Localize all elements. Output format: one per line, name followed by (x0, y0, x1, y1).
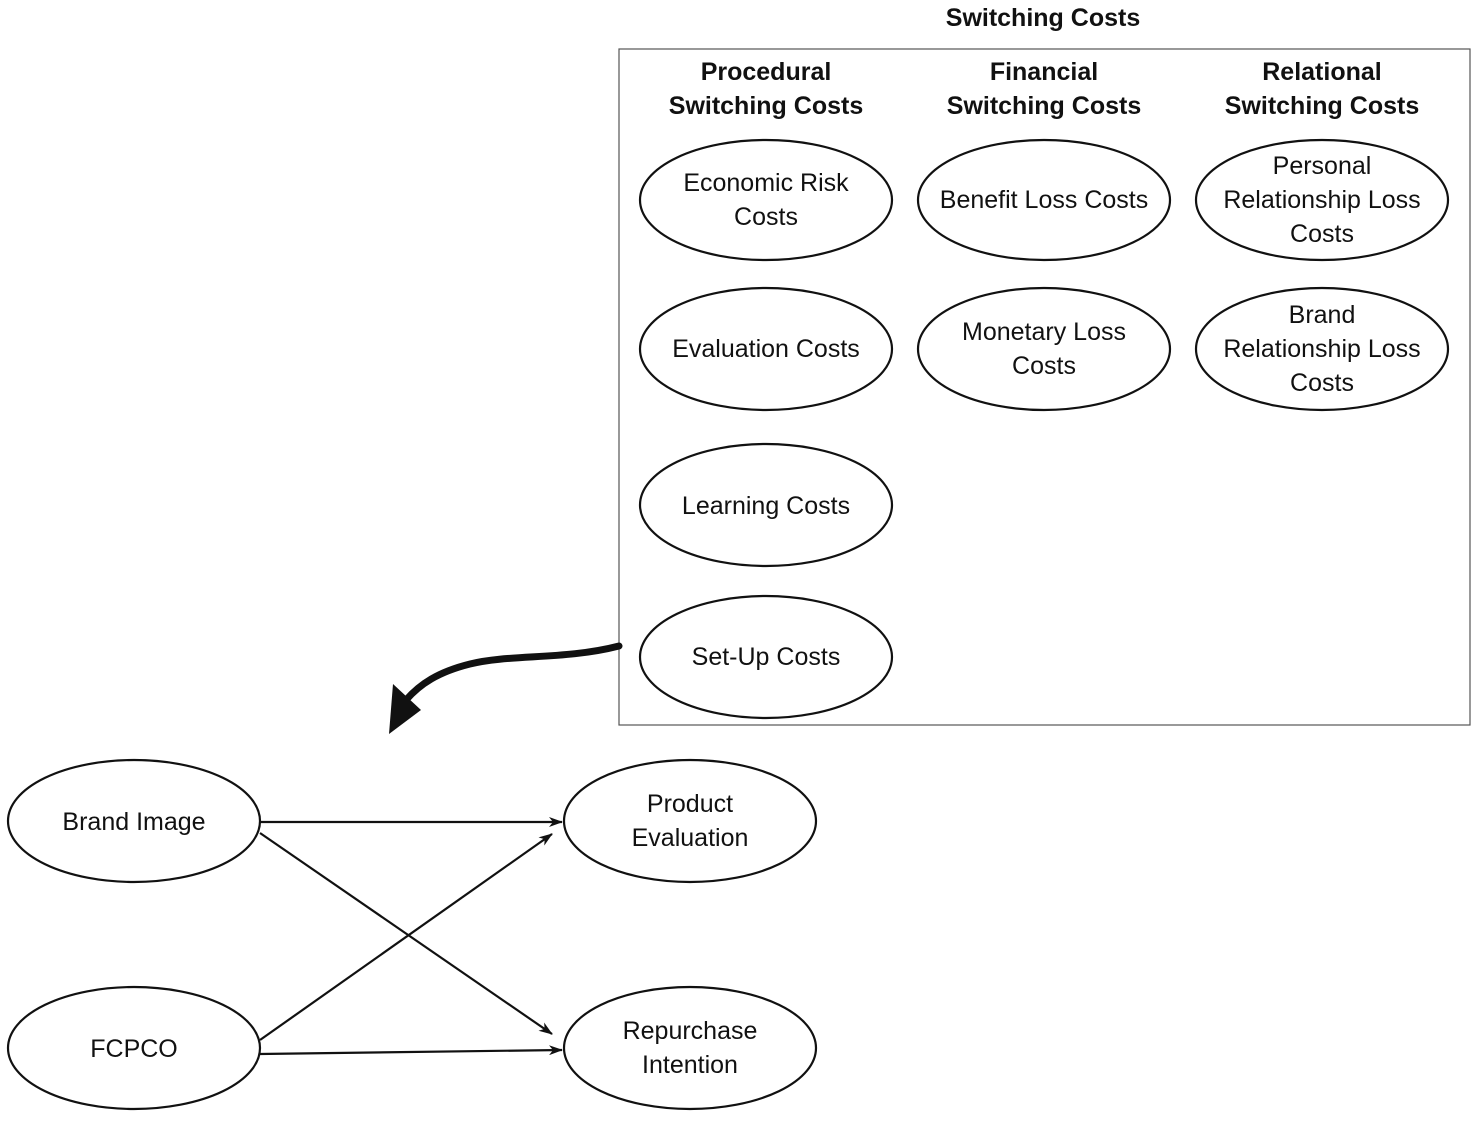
node-label-line: Brand Image (62, 808, 205, 836)
node-label-line: Relationship Loss (1223, 186, 1420, 214)
switching-costs-group: Switching Costs Procedural Switching Cos… (618, 4, 1471, 726)
node-economic-risk-costs: Economic Risk Costs (638, 138, 894, 262)
node-label-line: Costs (1012, 352, 1076, 380)
switching-costs-box (618, 48, 1471, 726)
edge-fcpco-to-product-evaluation (259, 833, 553, 1041)
node-brand-image: Brand Image (6, 758, 262, 884)
node-label-line: Brand (1289, 301, 1356, 329)
node-label-line: Personal (1273, 152, 1372, 180)
node-fcpco: FCPCO (6, 985, 262, 1111)
switching-costs-title: Switching Costs (946, 4, 1140, 32)
financial-header-line-1: Financial (990, 58, 1098, 86)
node-evaluation-costs: Evaluation Costs (638, 286, 894, 412)
node-label-line: Evaluation Costs (672, 335, 860, 363)
node-label-line: Repurchase (623, 1017, 758, 1045)
procedural-header-line-1: Procedural (701, 58, 832, 86)
procedural-header-line-2: Switching Costs (669, 92, 863, 120)
node-label-line: Benefit Loss Costs (940, 186, 1148, 214)
node-label-line: Relationship Loss (1223, 335, 1420, 363)
node-label-line: Set-Up Costs (692, 643, 841, 671)
node-learning-costs: Learning Costs (638, 442, 894, 568)
node-monetary-loss-costs: Monetary Loss Costs (916, 286, 1172, 412)
node-set-up-costs: Set-Up Costs (638, 594, 894, 720)
node-repurchase-intention: Repurchase Intention (562, 985, 818, 1111)
financial-header-line-2: Switching Costs (947, 92, 1141, 120)
node-label-line: Costs (1290, 369, 1354, 397)
node-brand-relationship-loss-costs: Brand Relationship Loss Costs (1194, 286, 1450, 412)
relational-header-line-1: Relational (1262, 58, 1381, 86)
node-product-evaluation: Product Evaluation (562, 758, 818, 884)
node-label-line: Economic Risk (683, 169, 849, 197)
node-label-line: Learning Costs (682, 492, 850, 520)
moderation-arrow (389, 642, 623, 734)
node-label-line: FCPCO (90, 1035, 178, 1063)
edge-brand-image-to-repurchase-intention (259, 832, 553, 1035)
node-label-line: Costs (734, 203, 798, 231)
node-personal-relationship-loss-costs: Personal Relationship Loss Costs (1194, 138, 1450, 262)
node-label-line: Costs (1290, 220, 1354, 248)
node-label-line: Evaluation (632, 824, 749, 852)
node-benefit-loss-costs: Benefit Loss Costs (916, 138, 1172, 262)
node-label-line: Monetary Loss (962, 318, 1126, 346)
node-label-line: Intention (642, 1051, 738, 1079)
relational-header-line-2: Switching Costs (1225, 92, 1419, 120)
node-label-line: Product (647, 790, 733, 818)
edge-fcpco-to-repurchase-intention (259, 1045, 563, 1056)
